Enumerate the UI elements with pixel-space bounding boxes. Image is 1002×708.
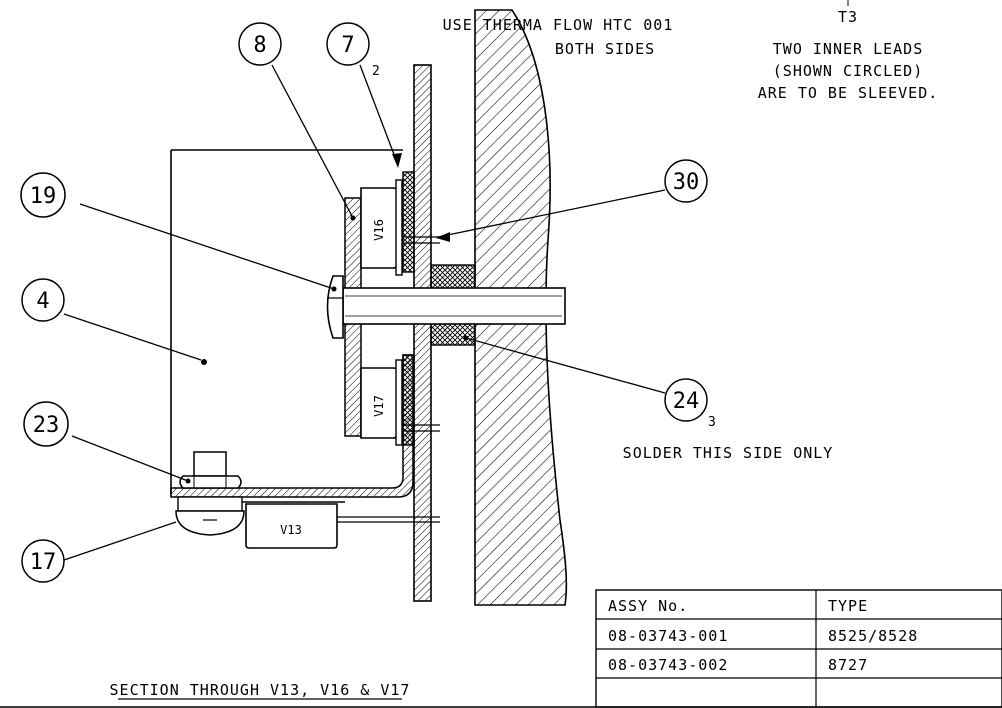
note-t3-line3: ARE TO BE SLEEVED. xyxy=(758,84,939,102)
table-cell-assy: 08-03743-002 xyxy=(608,656,728,674)
thermal-pad-upper xyxy=(402,171,415,273)
table-cell-type: 8525/8528 xyxy=(828,627,918,645)
table-cell-type: 8727 xyxy=(828,656,868,674)
balloon-8: 8 xyxy=(238,22,282,66)
device-v17-label: V17 xyxy=(372,395,386,417)
svg-text:17: 17 xyxy=(30,550,57,575)
note-t3-line2: (SHOWN CIRCLED) xyxy=(773,62,923,80)
balloon-7: 7 2 xyxy=(326,22,380,79)
svg-text:8: 8 xyxy=(253,33,266,58)
housing-outline xyxy=(170,149,403,495)
bolt-stud-23 xyxy=(193,451,227,477)
mounting-plate xyxy=(413,64,432,602)
note-solder-side: SOLDER THIS SIDE ONLY xyxy=(623,444,834,462)
svg-text:4: 4 xyxy=(36,289,49,314)
device-v13-label: V13 xyxy=(280,523,302,537)
svg-text:19: 19 xyxy=(30,184,57,209)
balloon-7-subscript: 2 xyxy=(372,64,380,79)
note-t3-label: T3 xyxy=(838,8,858,26)
balloon-24-subscript: 3 xyxy=(708,415,716,430)
note-therma-flow-line1: USE THERMA FLOW HTC 001 xyxy=(443,16,674,34)
bolt-head-19 xyxy=(326,275,344,339)
device-v16-label: V16 xyxy=(372,219,386,241)
note-therma-flow-line2: BOTH SIDES xyxy=(555,40,655,58)
device-v17-flange xyxy=(395,359,403,446)
svg-text:30: 30 xyxy=(673,170,700,195)
screw-head-17 xyxy=(175,510,245,536)
leader-arrowheads xyxy=(185,153,469,484)
balloon-30: 30 xyxy=(664,159,708,203)
balloon-19: 19 xyxy=(20,172,66,218)
bracket xyxy=(170,354,414,498)
balloon-23: 23 xyxy=(23,401,69,447)
svg-text:24: 24 xyxy=(673,389,700,414)
assembly-table: ASSY No. TYPE 08-03743-001 8525/8528 08-… xyxy=(0,589,1002,708)
balloon-17: 17 xyxy=(21,539,65,583)
note-t3-line1: TWO INNER LEADS xyxy=(773,40,923,58)
screw-shank-17 xyxy=(177,496,243,512)
table-header-type: TYPE xyxy=(828,597,868,615)
part-4-marker xyxy=(201,359,207,365)
leader-lines xyxy=(63,64,666,561)
table-header-assy: ASSY No. xyxy=(608,597,688,615)
device-v13-body xyxy=(245,503,338,549)
balloon-24: 24 3 xyxy=(664,378,716,430)
table-cell-assy: 08-03743-001 xyxy=(608,627,728,645)
section-title: SECTION THROUGH V13, V16 & V17 xyxy=(110,681,411,699)
through-bolt xyxy=(342,287,566,325)
svg-text:23: 23 xyxy=(33,413,60,438)
svg-text:7: 7 xyxy=(341,33,354,58)
device-v16-flange xyxy=(395,179,403,276)
balloon-4: 4 xyxy=(21,278,65,322)
